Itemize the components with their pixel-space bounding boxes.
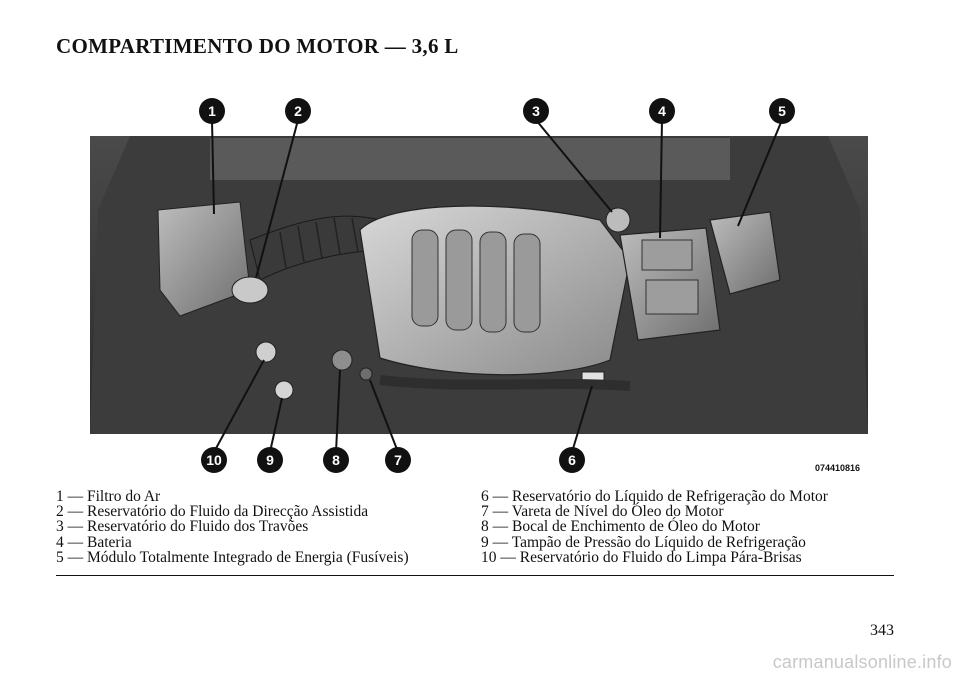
callout-8-label: 8 <box>332 452 340 468</box>
callout-10-label: 10 <box>206 452 222 468</box>
callout-3: 3 <box>523 98 549 124</box>
engine-illustration: 1 2 3 4 5 6 7 8 <box>90 98 868 473</box>
callout-1: 1 <box>199 98 225 124</box>
callout-2-label: 2 <box>294 103 302 119</box>
callout-7-label: 7 <box>394 452 402 468</box>
air-filter-box <box>157 201 251 317</box>
legend-item: 9 — Tampão de Pressão do Líquido de Refr… <box>481 533 806 551</box>
callout-10: 10 <box>201 447 227 473</box>
legend-item: 3 — Reservatório do Fluido dos Travões <box>56 518 309 536</box>
engine-compartment-figure: 1 2 3 4 5 6 7 8 <box>90 90 868 484</box>
watermark: carmanualsonline.info <box>772 652 952 672</box>
cowl-panel <box>210 138 730 180</box>
callout-6-label: 6 <box>568 452 576 468</box>
hose-ribs <box>279 217 359 269</box>
page-title: COMPARTIMENTO DO MOTOR — 3,6 L <box>56 34 459 58</box>
callout-4-label: 4 <box>658 103 666 119</box>
legend-item: 7 — Vareta de Nível do Óleo do Motor <box>481 503 724 521</box>
legend-right: 6 — Reservatório do Líquido de Refrigera… <box>481 488 828 566</box>
legend-divider <box>56 575 894 576</box>
legend-item: 8 — Bocal de Enchimento de Óleo do Motor <box>481 518 760 536</box>
legend-item: 10 — Reservatório do Fluido do Limpa Pár… <box>481 548 802 566</box>
callout-9-label: 9 <box>266 452 274 468</box>
washer-reservoir-cap <box>255 341 277 363</box>
callout-7: 7 <box>385 447 411 473</box>
callout-2: 2 <box>285 98 311 124</box>
legend-item: 5 — Módulo Totalmente Integrado de Energ… <box>56 548 409 566</box>
power-steering-reservoir <box>231 276 269 304</box>
figure-code: 074410816 <box>815 463 860 473</box>
battery-cell-bottom <box>645 279 699 315</box>
legend-item: 2 — Reservatório do Fluido da Direcção A… <box>56 503 369 521</box>
fuse-module <box>709 211 781 295</box>
legend-item: 1 — Filtro do Ar <box>56 488 161 505</box>
page-number: 343 <box>870 622 894 639</box>
engine-cover-ribs <box>411 229 541 333</box>
callout-8: 8 <box>323 447 349 473</box>
callout-9: 9 <box>257 447 283 473</box>
callout-leader-lines <box>211 119 783 453</box>
battery-cell-top <box>641 239 693 271</box>
legend-left: 1 — Filtro do Ar 2 — Reservatório do Flu… <box>56 488 409 566</box>
oil-fill-cap <box>331 349 353 371</box>
radiator-hose <box>379 375 631 391</box>
callout-3-label: 3 <box>532 103 540 119</box>
legend-item: 6 — Reservatório do Líquido de Refrigera… <box>481 488 828 505</box>
callout-5: 5 <box>769 98 795 124</box>
callout-6: 6 <box>559 447 585 473</box>
callout-1-label: 1 <box>208 103 216 119</box>
legend-item: 4 — Bateria <box>56 533 132 551</box>
callout-5-label: 5 <box>778 103 786 119</box>
coolant-pressure-cap <box>274 380 294 400</box>
oil-dipstick-handle <box>359 367 373 381</box>
brake-fluid-reservoir <box>605 207 631 233</box>
callout-4: 4 <box>649 98 675 124</box>
